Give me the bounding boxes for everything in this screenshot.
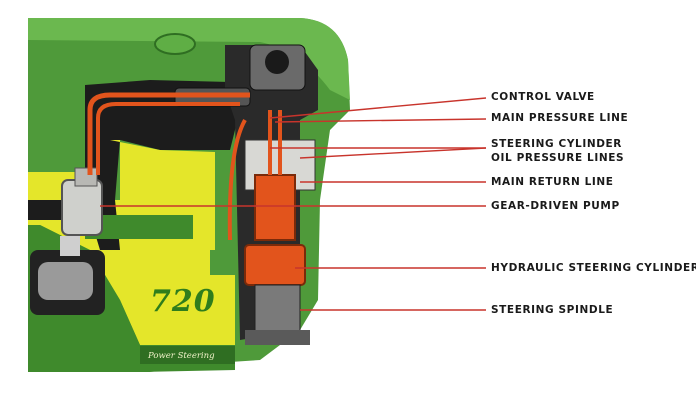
badge-text: Power Steering — [148, 351, 215, 361]
label-steering-cylinder: STEERING CYLINDER — [491, 138, 622, 150]
label-hydraulic-steering-cylinder: HYDRAULIC STEERING CYLINDER — [491, 262, 696, 274]
leader-steering-cylinder-b — [299, 147, 487, 159]
power-steering-badge — [140, 346, 235, 364]
label-main-pressure-line: MAIN PRESSURE LINE — [491, 112, 629, 124]
model-number: 720 — [150, 284, 216, 319]
steering-mechanism — [87, 44, 318, 345]
generator — [30, 236, 105, 315]
label-steering-spindle: STEERING SPINDLE — [491, 304, 614, 316]
leader-main-pressure-line — [274, 118, 487, 123]
leader-lines — [100, 97, 487, 311]
leader-control-valve — [269, 97, 487, 119]
fuel-cap — [154, 33, 196, 55]
label-main-return-line: MAIN RETURN LINE — [491, 176, 614, 188]
label-gear-driven-pump: GEAR-DRIVEN PUMP — [491, 200, 620, 212]
label-control-valve: CONTROL VALVE — [491, 91, 595, 103]
steering-cylinder-graphic — [254, 174, 296, 241]
hydraulic-cylinder-graphic — [244, 244, 306, 286]
pump-housing — [61, 167, 103, 236]
label-oil-pressure-lines: OIL PRESSURE LINES — [491, 152, 625, 164]
